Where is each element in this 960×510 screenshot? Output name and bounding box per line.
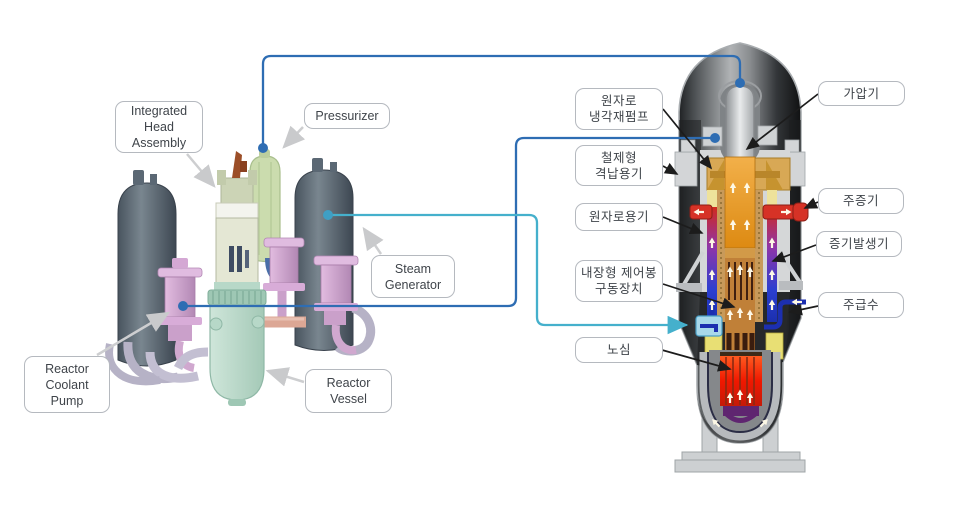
label-steam-generator-en: Steam Generator — [371, 255, 455, 298]
pressurizer-capsule — [725, 85, 755, 163]
pressurizer-connector-line — [261, 54, 742, 150]
main-steam-nozzles — [689, 202, 809, 222]
coolant-pump-connector-line — [181, 136, 717, 308]
label-main-steam-ko: 주증기 — [818, 188, 904, 214]
label-core-ko: 노심 — [575, 337, 663, 363]
label-feedwater-ko: 주급수 — [818, 292, 904, 318]
hot-riser — [724, 156, 756, 249]
label-reactor-vessel-en: Reactor Vessel — [305, 369, 392, 413]
steam-generator-annulus-right — [767, 207, 777, 322]
label-pressurizer-en: Pressurizer — [304, 103, 390, 129]
label-reactor-coolant-pump-en: Reactor Coolant Pump — [24, 356, 110, 413]
label-coolant-pump-ko: 원자로 냉각재펌프 — [575, 88, 663, 130]
containment-cutaway-illustration — [674, 42, 809, 473]
label-steam-generator-ko: 증기발생기 — [816, 231, 902, 257]
label-pressurizer-ko: 가압기 — [818, 81, 905, 106]
connector-dots — [178, 78, 745, 311]
black-label-pointers — [661, 93, 819, 372]
label-crdm-ko: 내장형 제어봉 구동장치 — [575, 260, 663, 302]
label-reactor-vessel-ko: 원자로용기 — [575, 203, 663, 231]
label-integrated-head-assembly: Integrated Head Assembly — [115, 101, 203, 153]
gray-label-arrows — [96, 125, 384, 387]
left-3d-model-illustration — [105, 149, 376, 406]
steam-generator-annulus-left — [707, 207, 717, 322]
steam-generator-connector-line — [326, 213, 689, 335]
label-containment-ko: 철제형 격납용기 — [575, 145, 663, 186]
